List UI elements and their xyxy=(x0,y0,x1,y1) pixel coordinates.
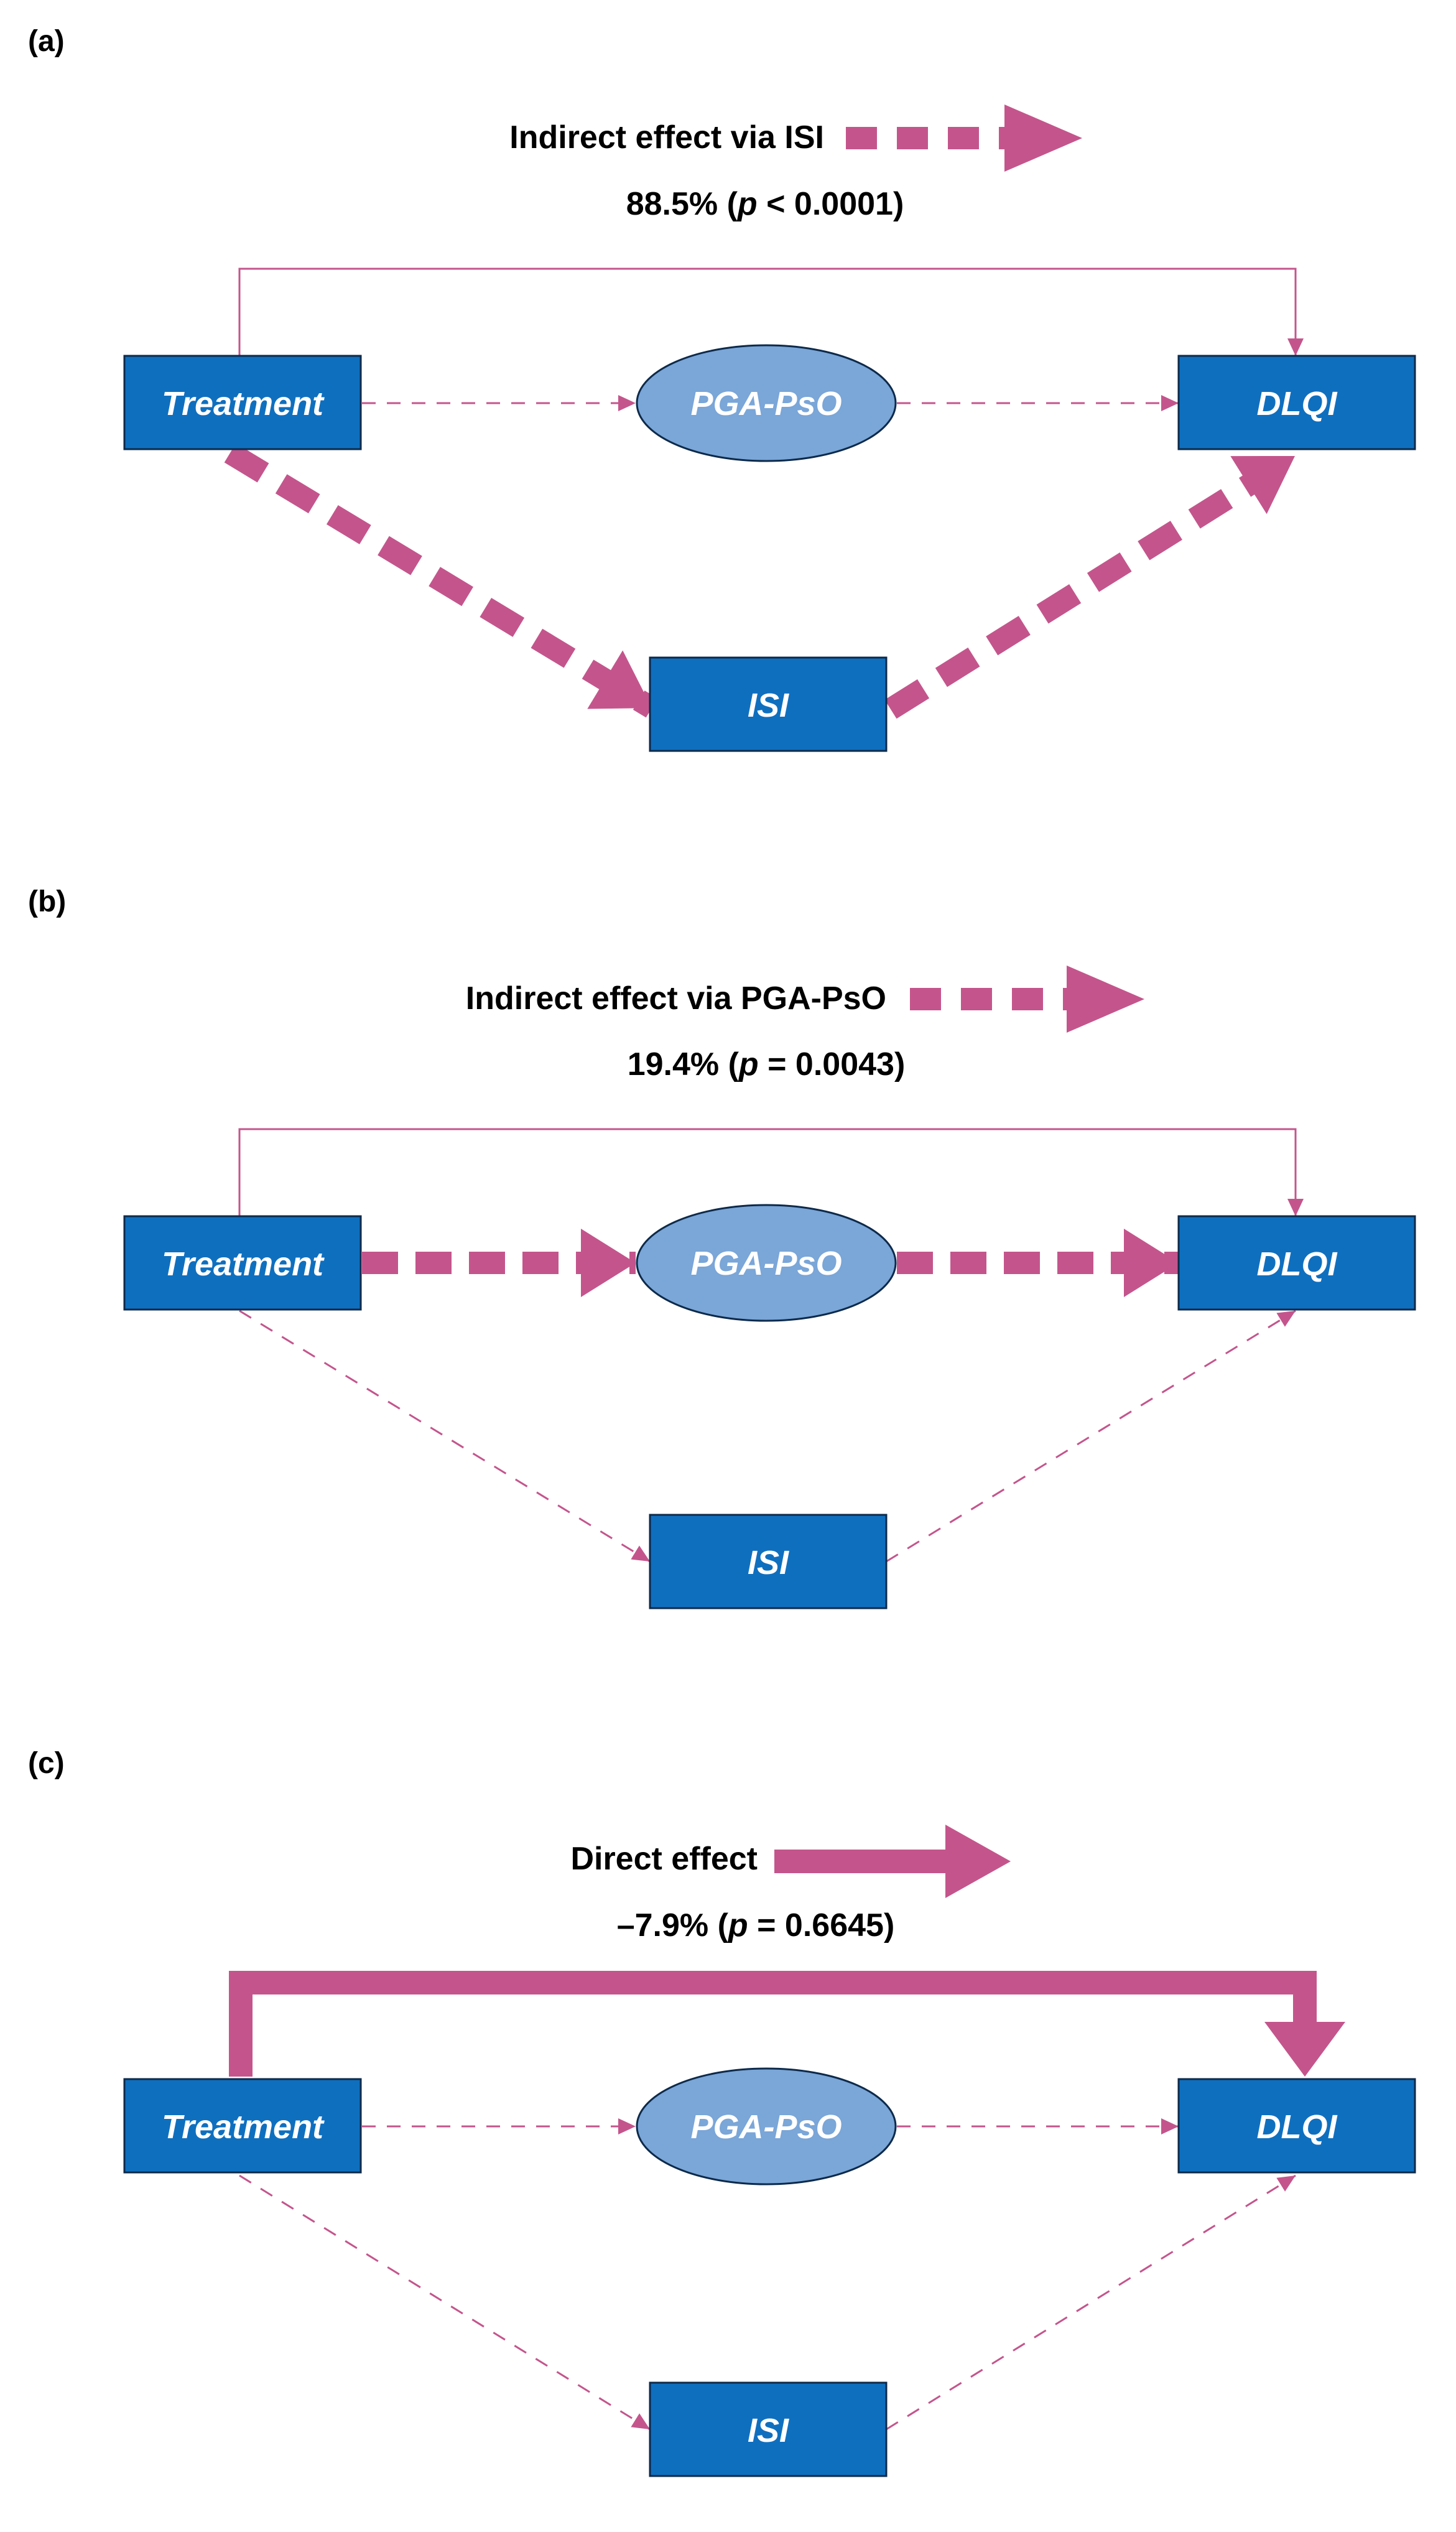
node-dlqi-c: DLQI xyxy=(1177,2078,1416,2174)
node-label-treatment-a: Treatment xyxy=(162,385,325,422)
edge-isi-dlqi-c xyxy=(886,2174,1296,2431)
legend-b: Indirect effect via PGA-PsO 19.4% (p = 0… xyxy=(466,966,1144,1082)
node-label-isi-b: ISI xyxy=(748,1544,789,1581)
panel-label-c: (c) xyxy=(28,1747,65,1780)
node-label-dlqi-a: DLQI xyxy=(1257,385,1338,422)
node-label-treatment-b: Treatment xyxy=(162,1245,325,1283)
legend-a: Indirect effect via ISI 88.5% (p < 0.000… xyxy=(509,105,1082,222)
node-isi-c: ISI xyxy=(649,2381,888,2477)
node-label-pga-b: PGA-PsO xyxy=(690,1245,842,1282)
node-pga-a: PGA-PsO xyxy=(636,344,897,462)
node-isi-a: ISI xyxy=(649,656,888,752)
node-dlqi-b: DLQI xyxy=(1177,1215,1416,1311)
node-dlqi-a: DLQI xyxy=(1177,355,1416,450)
node-pga-c: PGA-PsO xyxy=(636,2067,897,2185)
node-label-dlqi-c: DLQI xyxy=(1257,2108,1338,2146)
node-label-isi-a: ISI xyxy=(748,687,789,724)
legend-arrow-b xyxy=(910,966,1144,1033)
node-label-pga-c: PGA-PsO xyxy=(690,2108,842,2146)
legend-title-b: Indirect effect via PGA-PsO xyxy=(466,980,886,1017)
legend-c: Direct effect –7.9% (p = 0.6645) xyxy=(570,1825,1011,1943)
legend-arrow-a xyxy=(846,105,1082,172)
panel-c: (c) Direct effect –7.9% (p = 0.6645) Tre… xyxy=(28,1747,1416,2477)
legend-title-a: Indirect effect via ISI xyxy=(509,119,824,156)
node-label-dlqi-b: DLQI xyxy=(1257,1245,1338,1283)
legend-stat-a: 88.5% (p < 0.0001) xyxy=(626,186,904,222)
panel-label-a: (a) xyxy=(28,25,65,58)
edge-isi-dlqi-b xyxy=(886,1310,1296,1563)
node-treatment-c: Treatment xyxy=(123,2078,362,2174)
node-label-treatment-c: Treatment xyxy=(162,2108,325,2146)
edge-treatment-isi-a xyxy=(224,443,658,718)
panel-b: (b) Indirect effect via PGA-PsO 19.4% (p… xyxy=(28,885,1416,1609)
edge-isi-dlqi-a xyxy=(884,446,1301,719)
node-isi-b: ISI xyxy=(649,1514,888,1609)
node-treatment-b: Treatment xyxy=(123,1215,362,1311)
node-label-isi-c: ISI xyxy=(748,2412,789,2449)
edge-direct-treatment-dlqi-c xyxy=(229,1971,1345,2077)
node-pga-b: PGA-PsO xyxy=(636,1204,897,1322)
node-label-pga-a: PGA-PsO xyxy=(690,385,842,422)
edge-direct-treatment-dlqi-a xyxy=(238,268,1304,356)
node-treatment-a: Treatment xyxy=(123,355,362,450)
edge-treatment-isi-c xyxy=(239,2174,651,2431)
panel-label-b: (b) xyxy=(28,885,66,918)
legend-stat-b: 19.4% (p = 0.0043) xyxy=(628,1046,906,1082)
legend-arrow-c xyxy=(774,1825,1011,1898)
legend-stat-c: –7.9% (p = 0.6645) xyxy=(617,1907,895,1943)
edge-treatment-isi-b xyxy=(239,1310,651,1563)
edge-direct-treatment-dlqi-b xyxy=(238,1128,1304,1216)
panel-a: (a) Indirect effect via ISI 88.5% (p < 0… xyxy=(28,25,1416,752)
legend-title-c: Direct effect xyxy=(570,1841,758,1877)
